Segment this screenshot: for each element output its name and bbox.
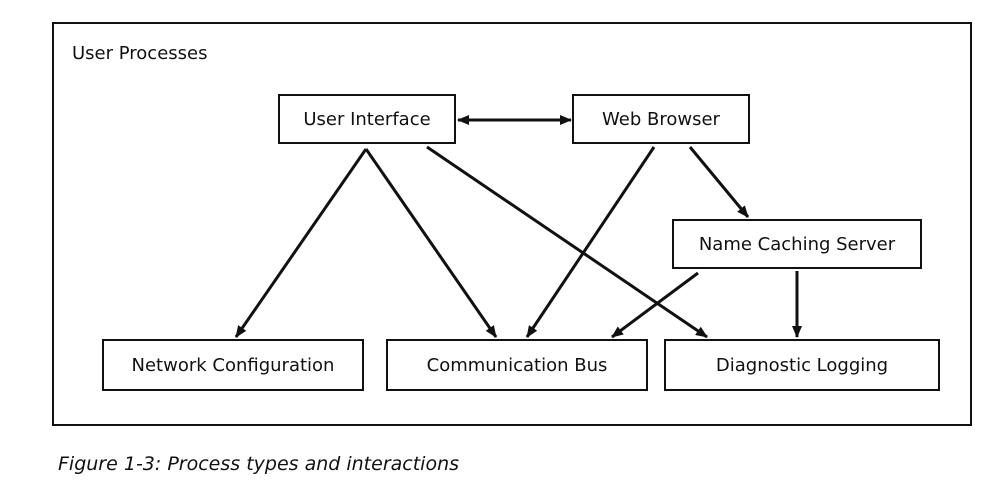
edge-user-interface-to-diagnostic-logging (426, 145, 708, 339)
edge-web-browser-to-communication-bus (525, 146, 656, 338)
network-configuration-box: Network Configuration (102, 339, 364, 391)
name-caching-server-box: Name Caching Server (672, 219, 922, 269)
edge-user-interface-to-communication-bus (364, 148, 498, 338)
communication-bus-box: Communication Bus (386, 339, 648, 391)
user-interface-box: User Interface (278, 94, 456, 144)
edge-user-interface-to-network-configuration (234, 148, 368, 338)
edge-name-caching-server-to-communication-bus (611, 271, 699, 339)
web-browser-box: Web Browser (572, 94, 750, 144)
user-processes-container (52, 22, 972, 426)
container-label: User Processes (72, 43, 208, 64)
figure-caption: Figure 1-3: Process types and interactio… (58, 453, 460, 475)
edge-web-browser-to-name-caching-server (688, 146, 750, 218)
diagnostic-logging-box: Diagnostic Logging (664, 339, 940, 391)
